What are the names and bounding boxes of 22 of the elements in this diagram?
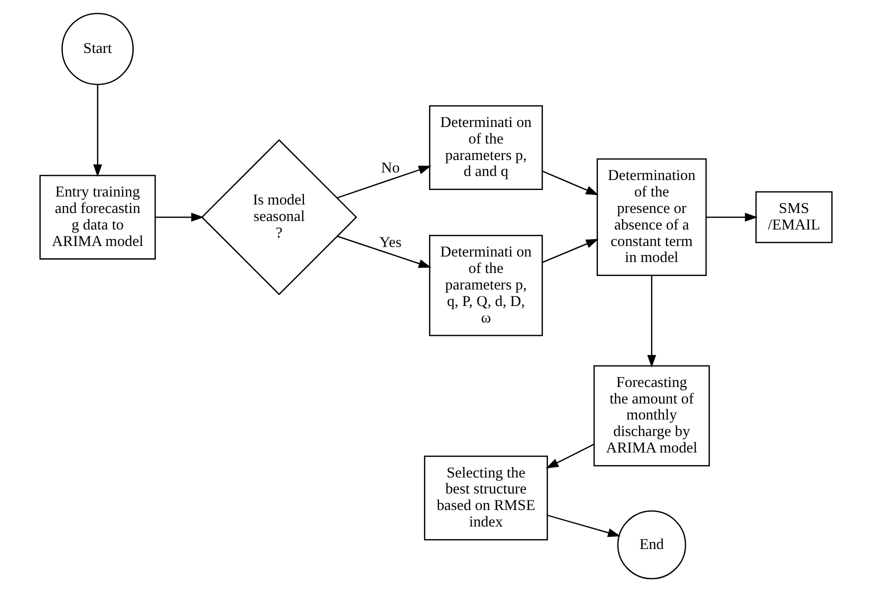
arrow (336, 166, 431, 198)
arrow (92, 84, 102, 178)
edge-label: Yes (378, 234, 401, 252)
node-diamond: Is model seasonal ? (200, 139, 357, 296)
arrow (646, 276, 656, 368)
node-circle: Start (60, 12, 134, 86)
arrow (542, 238, 598, 263)
arrow (542, 170, 598, 196)
edge-label: No (380, 159, 400, 176)
node-circle: End (616, 510, 686, 580)
node-box: Forecasting the amount of monthly discharge by ARIMA model (593, 365, 710, 466)
node-box: Determinati on of the parameters p, q, P, Q, d, D, ω (428, 234, 542, 336)
node-box: Determination of the presence or absence of a constant term in model (596, 158, 706, 276)
node-box: SMS /EMAIL (754, 191, 832, 244)
arrow (545, 444, 594, 468)
arrow (155, 212, 204, 222)
node-box: Selecting the best structure based on RMSE index (423, 456, 548, 540)
arrow (336, 236, 431, 268)
arrow (706, 212, 758, 222)
node-box: Determinati on of the parameters p, d and q (428, 105, 542, 190)
node-box: Entry training and forecastin g data to ARIMA model (38, 174, 156, 260)
arrow (546, 514, 620, 538)
